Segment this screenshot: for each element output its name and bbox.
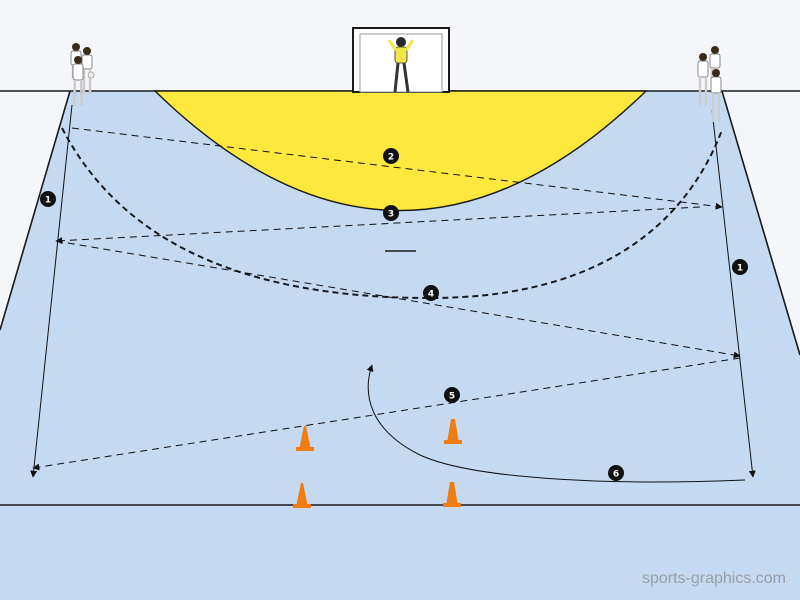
cone-icon — [293, 483, 311, 508]
path-1-right — [711, 109, 756, 478]
path-1-left — [30, 104, 73, 478]
marker-2: 2 — [383, 148, 399, 164]
goalkeeper-icon — [387, 37, 415, 93]
cone-icon — [444, 419, 462, 444]
court-right-sideline — [721, 90, 800, 356]
marker-label: 3 — [388, 210, 394, 220]
marker-label: 2 — [388, 153, 394, 163]
marker-3: 3 — [383, 205, 399, 221]
path-2-pass — [71, 127, 723, 210]
cone-icon — [296, 426, 314, 451]
marker-label: 1 — [45, 196, 51, 206]
marker-label: 5 — [449, 392, 455, 402]
court-left-sideline — [0, 90, 71, 331]
path-6-run — [366, 364, 746, 483]
marker-label: 1 — [737, 264, 743, 274]
marker-1-right: 1 — [732, 259, 748, 275]
player-group-right-icon — [697, 46, 722, 122]
path-4-pass — [55, 240, 741, 359]
free-throw-line — [61, 127, 723, 300]
marker-1-left: 1 — [40, 191, 56, 207]
player-icon — [81, 47, 95, 94]
player-icon — [72, 56, 84, 107]
marker-label: 4 — [428, 290, 434, 300]
court-floor — [0, 91, 800, 600]
marker-4: 4 — [423, 285, 439, 301]
goal-area — [153, 90, 648, 212]
player-icon — [710, 69, 722, 122]
marker-6: 6 — [608, 465, 624, 481]
cone-icon — [443, 482, 461, 507]
player-group-left-icon — [70, 43, 95, 107]
marker-5: 5 — [444, 387, 460, 403]
player-icon — [697, 53, 709, 106]
marker-label: 6 — [613, 470, 619, 480]
watermark-text: sports-graphics.com — [641, 570, 786, 587]
